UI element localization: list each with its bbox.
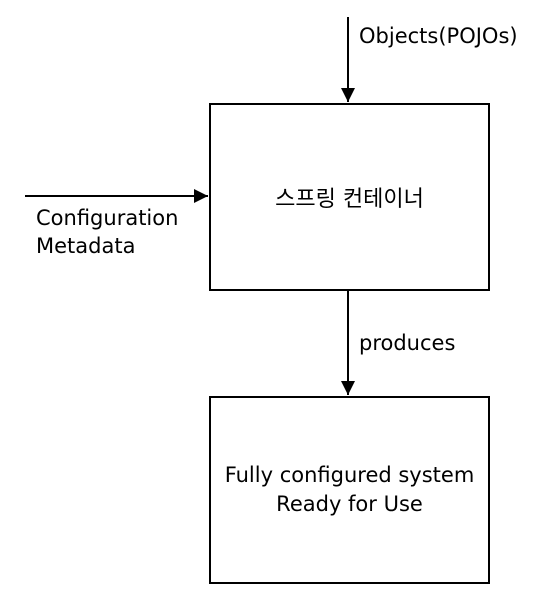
objects-label: Objects(POJOs) <box>359 24 518 48</box>
spring-container-box: 스프링 컨테이너 <box>209 103 490 291</box>
spring-container-label: 스프링 컨테이너 <box>275 187 424 212</box>
config-label-line1: Configuration <box>36 206 179 230</box>
configured-system-box: Fully configured system Ready for Use <box>209 396 490 584</box>
configuration-metadata-label: Configuration Metadata <box>36 204 178 260</box>
result-line2: Ready for Use <box>276 492 423 516</box>
result-line1: Fully configured system <box>224 463 475 487</box>
produces-label: produces <box>359 331 456 355</box>
config-label-line2: Metadata <box>36 234 136 258</box>
